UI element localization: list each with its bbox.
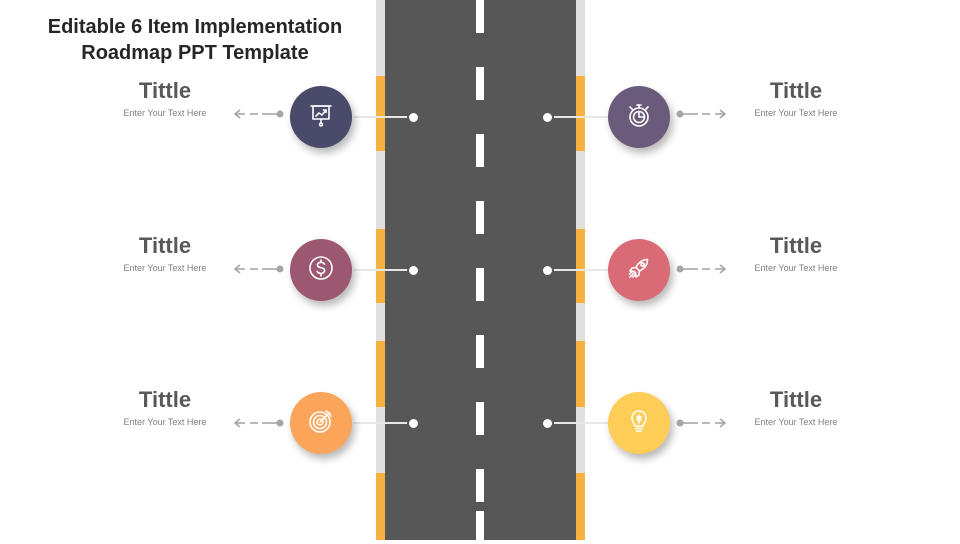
item-1-text: Enter Your Text Here: [123, 108, 207, 118]
road-dash: [476, 511, 484, 544]
curb-stripe: [376, 229, 385, 303]
road-dash: [476, 0, 484, 33]
item-5-text: Enter Your Text Here: [754, 263, 838, 273]
right-arrow-icon: [676, 264, 727, 274]
road-node: [407, 264, 420, 277]
item-6-circle: [608, 392, 670, 454]
road-node: [541, 111, 554, 124]
target-icon: [307, 407, 335, 440]
title-line-1: Editable 6 Item Implementation: [47, 16, 343, 38]
road-node: [407, 417, 420, 430]
right-arrow-icon: [676, 109, 727, 119]
item-2-circle: [290, 239, 352, 301]
curb-stripe: [576, 229, 585, 303]
right-arrow-icon: [676, 418, 727, 428]
connector-line: [353, 422, 413, 424]
connector-line: [353, 269, 413, 271]
road-dash: [476, 134, 484, 167]
rocket-icon: [625, 254, 653, 287]
road-node: [407, 111, 420, 124]
connector-line: [548, 116, 608, 118]
presentation-icon: [307, 101, 335, 134]
item-2-title: Tittle: [138, 233, 192, 258]
connector-line: [548, 269, 608, 271]
item-1-title: Tittle: [138, 78, 192, 103]
item-3-text: Enter Your Text Here: [123, 417, 207, 427]
dollar-icon: [307, 254, 335, 287]
curb-stripe: [576, 341, 585, 407]
connector-line: [548, 422, 608, 424]
curb-stripe: [576, 76, 585, 151]
item-3-circle: [290, 392, 352, 454]
item-6-text: Enter Your Text Here: [754, 417, 838, 427]
road-dash: [476, 201, 484, 234]
connector-line: [353, 116, 413, 118]
stopwatch-icon: [625, 101, 653, 134]
item-4-title: Tittle: [769, 78, 823, 103]
left-arrow-icon: [233, 264, 284, 274]
item-6-title: Tittle: [769, 387, 823, 412]
curb-stripe: [576, 473, 585, 540]
road-node: [541, 264, 554, 277]
page-title: Editable 6 Item Implementation Roadmap P…: [0, 14, 390, 66]
item-2-text: Enter Your Text Here: [123, 263, 207, 273]
left-arrow-icon: [233, 418, 284, 428]
road-dash: [476, 402, 484, 435]
road-node: [541, 417, 554, 430]
road-dash: [476, 469, 484, 502]
item-3-title: Tittle: [138, 387, 192, 412]
item-4-text: Enter Your Text Here: [754, 108, 838, 118]
title-line-2: Roadmap PPT Template: [81, 42, 309, 64]
item-4-circle: [608, 86, 670, 148]
road-dash: [476, 67, 484, 100]
curb-stripe: [376, 341, 385, 407]
lightbulb-icon: [625, 407, 653, 440]
curb-stripe: [376, 473, 385, 540]
road-dash: [476, 268, 484, 301]
road-dash: [476, 335, 484, 368]
item-5-title: Tittle: [769, 233, 823, 258]
left-arrow-icon: [233, 109, 284, 119]
item-1-circle: [290, 86, 352, 148]
item-5-circle: [608, 239, 670, 301]
curb-stripe: [376, 76, 385, 151]
